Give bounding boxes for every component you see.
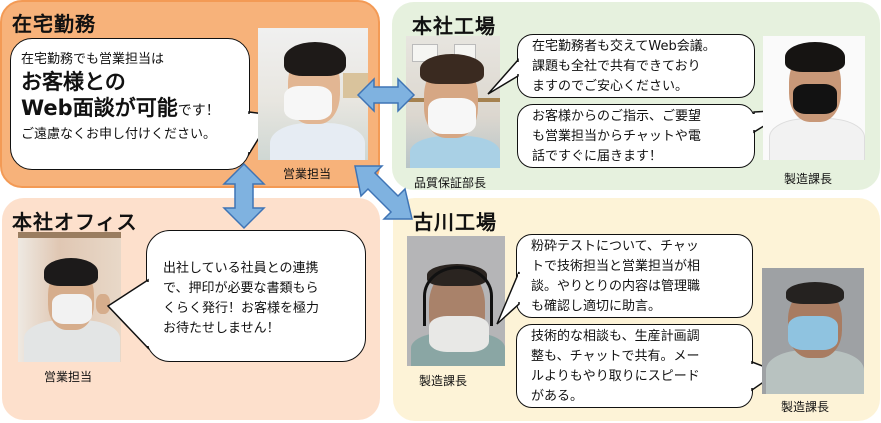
speech-bubble-hq-factory-2: お客様からのご指示、ご要望 も営業担当からチャットや電 話ですぐに届きます！	[517, 104, 755, 168]
speech-bubble-hq-factory-1: 在宅勤務者も交えてWeb会議。 課題も全社で共有できており ますのでご安心くださ…	[517, 34, 755, 98]
speech-bubble-hq-office: 出社している社員との連携 で、押印が必要な書類もら くらく発行！お客様を極力 お…	[146, 230, 366, 362]
panel-hq-factory: 本社工場 品質保証部長 在宅勤務者も交えてWeb会議。 課題も全社で共有できてお…	[392, 2, 880, 190]
photo-production-manager-hq	[763, 36, 865, 160]
bubble-text-line: 技術的な相談も、生産計画調	[531, 329, 700, 344]
photo-sales-rep-home	[258, 28, 368, 160]
panel-title-hq-office: 本社オフィス	[12, 210, 138, 234]
double-arrow-vertical	[222, 162, 266, 230]
bubble-text-line: お客様からのご指示、ご要望	[532, 109, 702, 124]
panel-furukawa-factory: 古川工場 製造課長 粉砕テストについて、チャッ トで技術担当と営業担当が相 談。…	[393, 198, 880, 421]
photo-production-manager-furukawa-1	[407, 236, 505, 366]
bubble-text-line: 出社している社員との連携	[163, 261, 319, 276]
bubble-text-line: お待たせしません！	[163, 321, 280, 336]
bubble-tail	[106, 278, 150, 350]
bubble-text-line: がある。	[531, 389, 584, 404]
caption-sales-rep-home: 営業担当	[283, 167, 332, 181]
bubble-text-line: 話ですぐに届きます！	[532, 149, 663, 164]
panel-hq-office: 本社オフィス 営業担当 出社している社員との連携 で、押印が必要な書類もら くら…	[2, 198, 380, 420]
bubble-text-line: 粉砕テストについて、チャッ	[531, 239, 699, 254]
photo-qa-manager	[406, 36, 500, 168]
speech-bubble-home: 在宅勤務でも営業担当は お客様との Web面談が可能です！ ご遠慮なくお申し付け…	[10, 38, 250, 170]
panel-title-furukawa: 古川工場	[413, 210, 497, 234]
panel-home-work: 在宅勤務 在宅勤務でも営業担当は お客様との Web面談が可能です！ ご遠慮なく…	[0, 0, 380, 188]
caption-qa-manager: 品質保証部長	[414, 176, 487, 190]
caption-production-manager-furukawa-1: 製造課長	[419, 374, 468, 388]
speech-bubble-furukawa-1: 粉砕テストについて、チャッ トで技術担当と営業担当が相 談。やりとりの内容は管理…	[516, 234, 753, 318]
caption-production-manager-furukawa-2: 製造課長	[781, 400, 830, 414]
photo-sales-rep-office	[18, 232, 121, 362]
double-arrow-horizontal	[356, 77, 416, 113]
caption-sales-rep-office: 営業担当	[44, 370, 93, 384]
bubble-text-line: ますのでご安心ください。	[532, 79, 689, 94]
bubble-text-line: 整も、チャットで共有。メー	[531, 349, 700, 364]
bubble-text-line: です！	[177, 103, 220, 119]
panel-title-home-work: 在宅勤務	[12, 12, 96, 36]
bubble-text-line: で、押印が必要な書類もら	[163, 281, 319, 296]
bubble-text-line: トで技術担当と営業担当が相	[531, 259, 701, 274]
bubble-text-line: 課題も全社で共有できており	[532, 59, 701, 74]
bubble-text-line: も確認し適切に助言。	[531, 299, 662, 314]
bubble-text-emphasis: お客様との	[21, 70, 126, 94]
bubble-text-line: 在宅勤務でも営業担当は	[21, 52, 165, 67]
panel-title-hq-factory: 本社工場	[412, 14, 496, 38]
bubble-tail	[487, 58, 520, 95]
bubble-text-line: ご遠慮なくお申し付けください。	[21, 127, 217, 142]
caption-production-manager-hq: 製造課長	[784, 172, 833, 186]
double-arrow-diagonal	[354, 165, 413, 220]
bubble-tail	[496, 271, 521, 325]
bubble-text-line: ルよりもやり取りにスピード	[531, 369, 700, 384]
bubble-text-line: 在宅勤務者も交えてWeb会議。	[532, 39, 716, 54]
bubble-text-line: も営業担当からチャットや電	[532, 129, 701, 144]
bubble-text-emphasis: Web面談が可能	[21, 96, 178, 120]
bubble-text-line: くらく発行！お客様を極力	[163, 301, 320, 316]
photo-production-manager-furukawa-2	[762, 268, 864, 394]
bubble-text-line: 談。やりとりの内容は管理職	[531, 279, 701, 294]
speech-bubble-furukawa-2: 技術的な相談も、生産計画調 整も、チャットで共有。メー ルよりもやり取りにスピー…	[516, 324, 753, 408]
